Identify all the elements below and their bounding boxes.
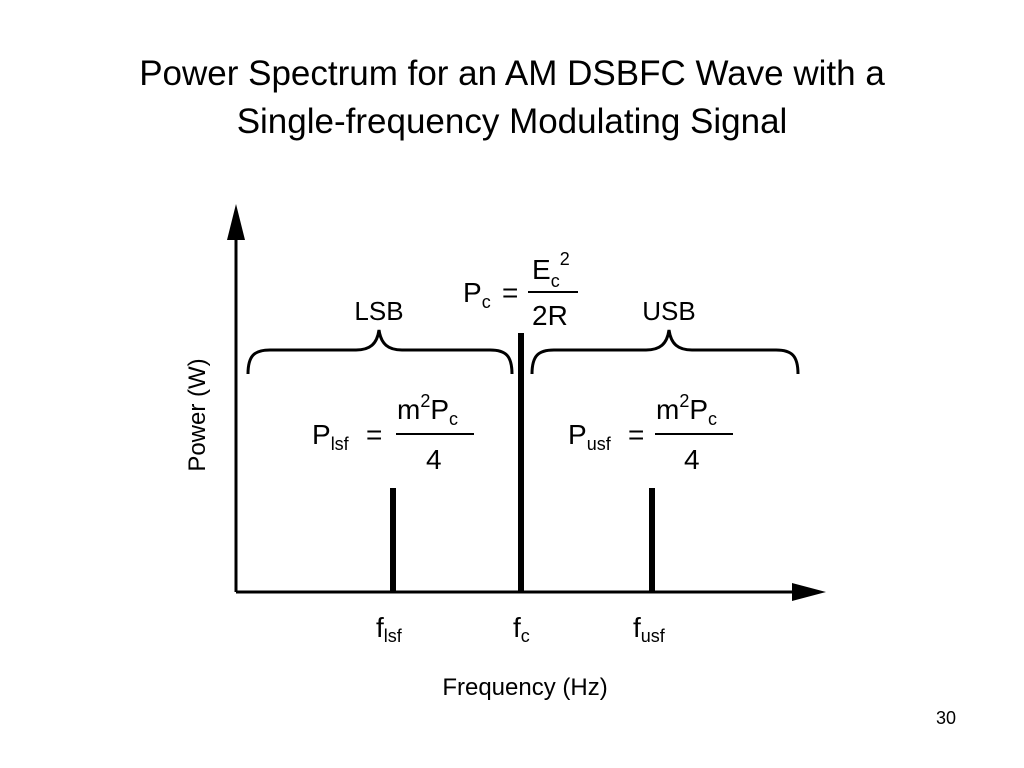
carrier-formula-equals: =: [502, 277, 518, 308]
carrier-power-formula: Pc = Ec2 2R: [463, 249, 578, 331]
lsb-label: LSB: [354, 296, 403, 326]
slide-title: Power Spectrum for an AM DSBFC Wave with…: [0, 50, 1024, 146]
usf-formula-equals: =: [628, 419, 644, 450]
usb-brace: [530, 329, 800, 375]
lsb-brace: [246, 329, 514, 375]
usf-power-formula: Pusf = m2Pc 4: [568, 391, 733, 475]
lsf-formula-equals: =: [366, 419, 382, 450]
carrier-formula-numerator: Ec2: [532, 249, 570, 291]
usb-label: USB: [642, 296, 695, 326]
usf-formula-numerator: m2Pc: [656, 391, 717, 429]
lsf-formula-numerator: m2Pc: [397, 391, 458, 429]
usf-formula-lhs: Pusf: [568, 419, 612, 454]
lsf-formula-lhs: Plsf: [312, 419, 350, 454]
lsf-formula-denominator: 4: [426, 444, 442, 475]
carrier-formula-denominator: 2R: [532, 300, 568, 331]
usf-formula-denominator: 4: [684, 444, 700, 475]
slide-title-line-1: Power Spectrum for an AM DSBFC Wave with…: [139, 54, 885, 93]
y-axis-label: Power (W): [184, 358, 211, 471]
y-axis-arrowhead: [227, 204, 245, 240]
slide-title-line-2: Single-frequency Modulating Signal: [236, 102, 788, 141]
flsf-label: flsf: [376, 612, 403, 646]
x-axis-label: Frequency (Hz): [442, 674, 607, 701]
lsf-power-formula: Plsf = m2Pc 4: [312, 391, 474, 475]
page-number: 30: [936, 708, 957, 728]
x-axis-arrowhead: [792, 583, 826, 601]
fc-label: fc: [513, 612, 530, 646]
carrier-formula-lhs: Pc: [463, 277, 491, 312]
fusf-label: fusf: [633, 612, 666, 646]
